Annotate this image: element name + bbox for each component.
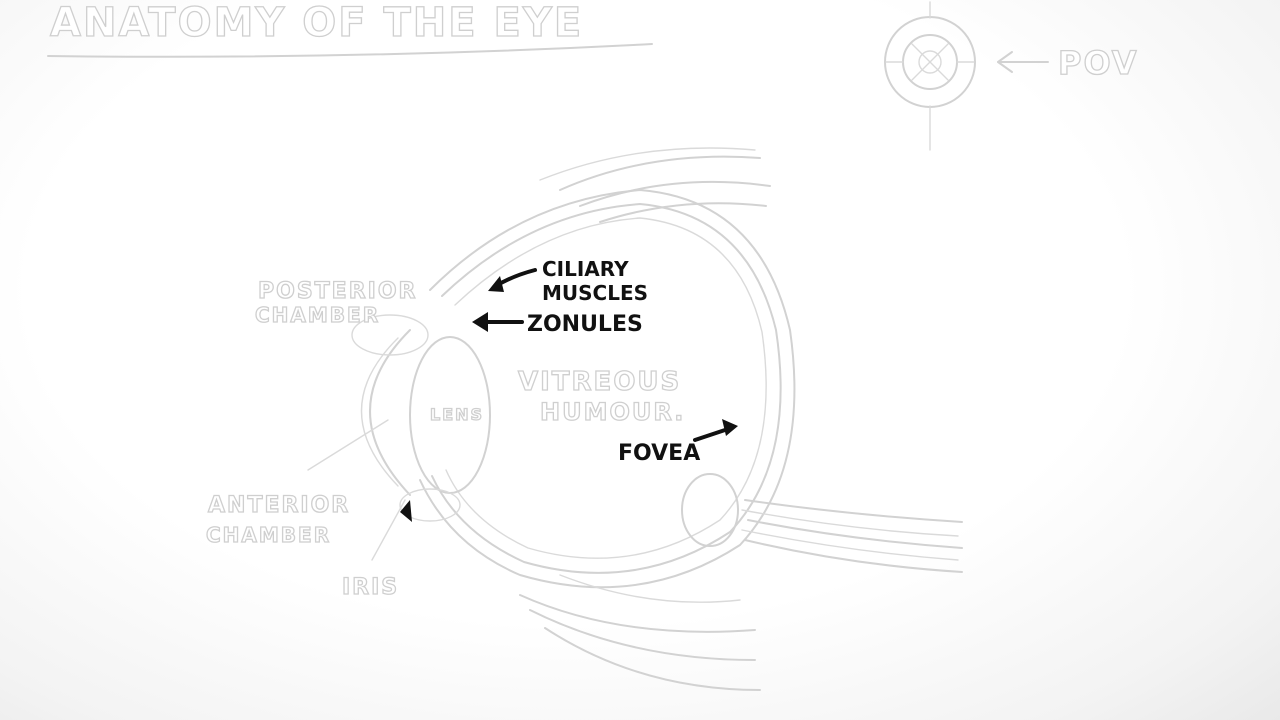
- extraocular-muscles-bottom: [520, 575, 760, 690]
- label-zonules: ZONULES: [527, 312, 643, 337]
- marker-pen-tip-icon: [400, 500, 412, 522]
- label-anterior-chamber: ANTERIOR CHAMBER: [206, 493, 350, 547]
- zonules-arrow: [472, 312, 522, 332]
- pov-arrow-icon: [998, 52, 1048, 72]
- svg-text:MUSCLES: MUSCLES: [542, 281, 648, 305]
- optic-nerve: [682, 474, 962, 572]
- label-posterior-chamber: POSTERIOR CHAMBER: [255, 279, 417, 327]
- ciliary-muscles-arrow: [488, 270, 535, 292]
- diagram-title: ANATOMY OF THE EYE: [50, 0, 583, 46]
- pov-label: POV: [1058, 44, 1139, 82]
- label-vitreous-humour: VITREOUS HUMOUR.: [518, 367, 685, 426]
- label-lens: LENS: [430, 405, 484, 424]
- fovea-arrow: [695, 419, 738, 440]
- label-fovea: FOVEA: [618, 441, 700, 466]
- svg-text:ANTERIOR: ANTERIOR: [208, 493, 350, 518]
- svg-text:CHAMBER: CHAMBER: [255, 303, 380, 327]
- svg-text:CHAMBER: CHAMBER: [206, 523, 331, 547]
- svg-text:HUMOUR.: HUMOUR.: [540, 398, 685, 426]
- svg-text:VITREOUS: VITREOUS: [518, 367, 681, 397]
- svg-text:CILIARY: CILIARY: [542, 257, 629, 281]
- iris-pointer: [372, 500, 405, 560]
- label-ciliary-muscles: CILIARY MUSCLES: [542, 257, 648, 305]
- pov-eye-icon: [885, 2, 975, 150]
- extraocular-muscles-top: [540, 148, 770, 222]
- svg-text:POSTERIOR: POSTERIOR: [258, 279, 417, 304]
- label-iris: IRIS: [342, 575, 399, 600]
